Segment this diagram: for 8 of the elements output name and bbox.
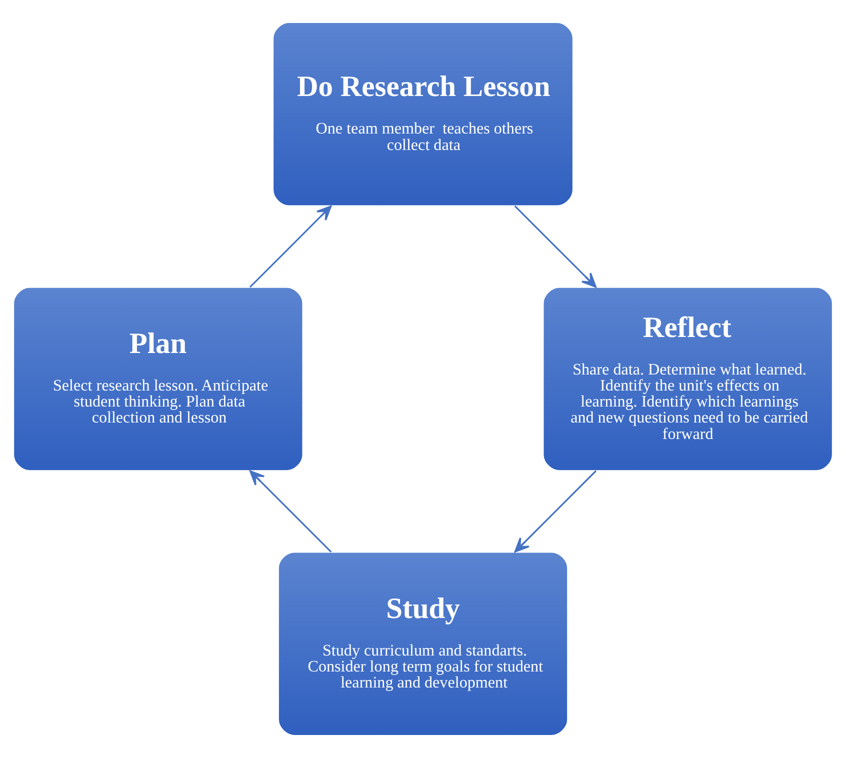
node-box: Do Research Lesson One team member teaches others collect data (272, 21, 574, 206)
node-box: Plan Select research lesson. Anticipate student thinking. Plan data collection and lesson (12, 286, 304, 471)
arrow (249, 205, 332, 288)
node-box: Reflect Share data. Determine what learned. Identify the unit's effects on learning. Identify which learnings and new questions need to be carried forward (542, 286, 834, 471)
arrow (250, 470, 332, 552)
node-box: Study Study curriculum and standarts. Consider long term goals for student learning and development (278, 550, 568, 736)
arrow (514, 470, 597, 552)
arrow (514, 204, 596, 288)
